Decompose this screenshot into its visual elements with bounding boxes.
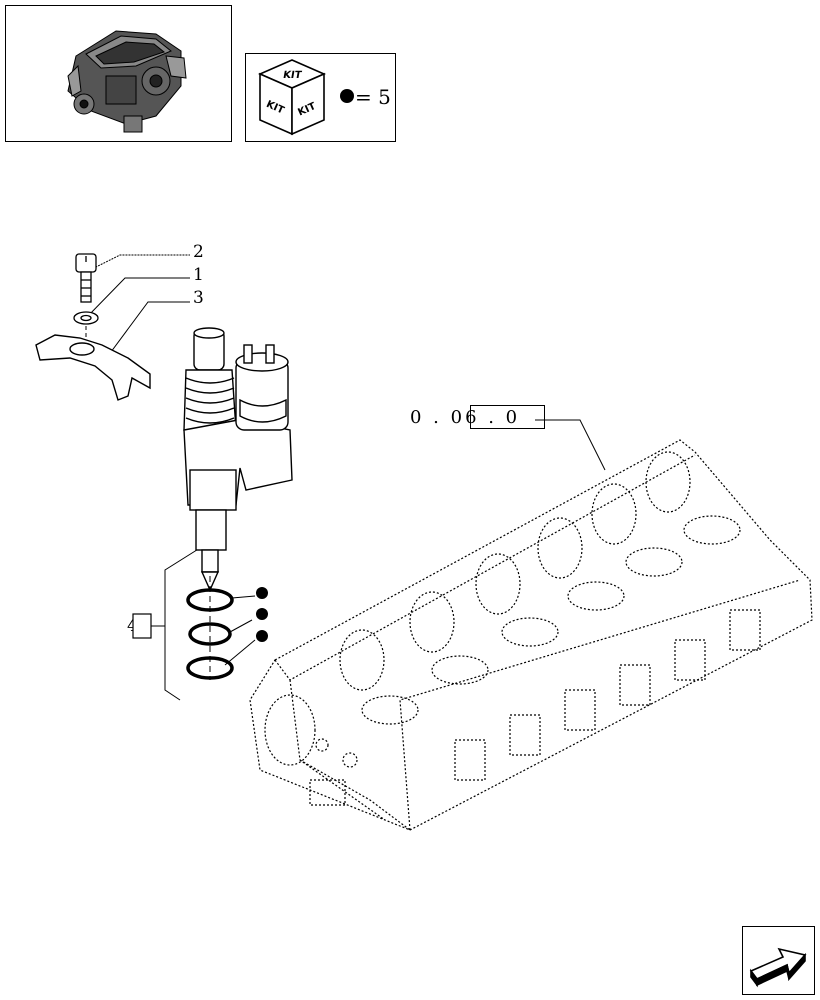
injector-part — [183, 327, 293, 592]
screw-part — [75, 253, 97, 303]
kit-bullet-icon — [256, 608, 268, 620]
kit-legend-frame: KIT KIT KIT — [245, 53, 396, 142]
kit-bullet-icon — [256, 587, 268, 599]
o-ring-2 — [188, 622, 232, 646]
clamp-part — [35, 334, 151, 401]
kit-bullet-icon — [256, 630, 268, 642]
washer-part — [73, 311, 99, 325]
engine-thumbnail-icon — [67, 30, 187, 133]
callout-label-2: 2 — [193, 242, 204, 262]
callout-label-3: 3 — [193, 288, 204, 308]
kit-cube-top-text: KIT — [282, 70, 302, 81]
callout-label-1: 1 — [193, 265, 204, 285]
kit-group-box — [132, 613, 152, 639]
reference-box — [470, 405, 545, 429]
next-page-arrow-icon — [749, 947, 807, 988]
leader-lines — [85, 254, 606, 701]
next-page-button[interactable] — [742, 926, 815, 995]
kit-cube-icon: KIT KIT KIT — [258, 59, 326, 136]
engine-thumbnail-frame — [5, 5, 232, 142]
kit-count-text: = 5 — [355, 85, 391, 109]
reference-code: 0 . 06 . 0 — [410, 407, 521, 428]
cylinder-head-part — [249, 439, 813, 831]
